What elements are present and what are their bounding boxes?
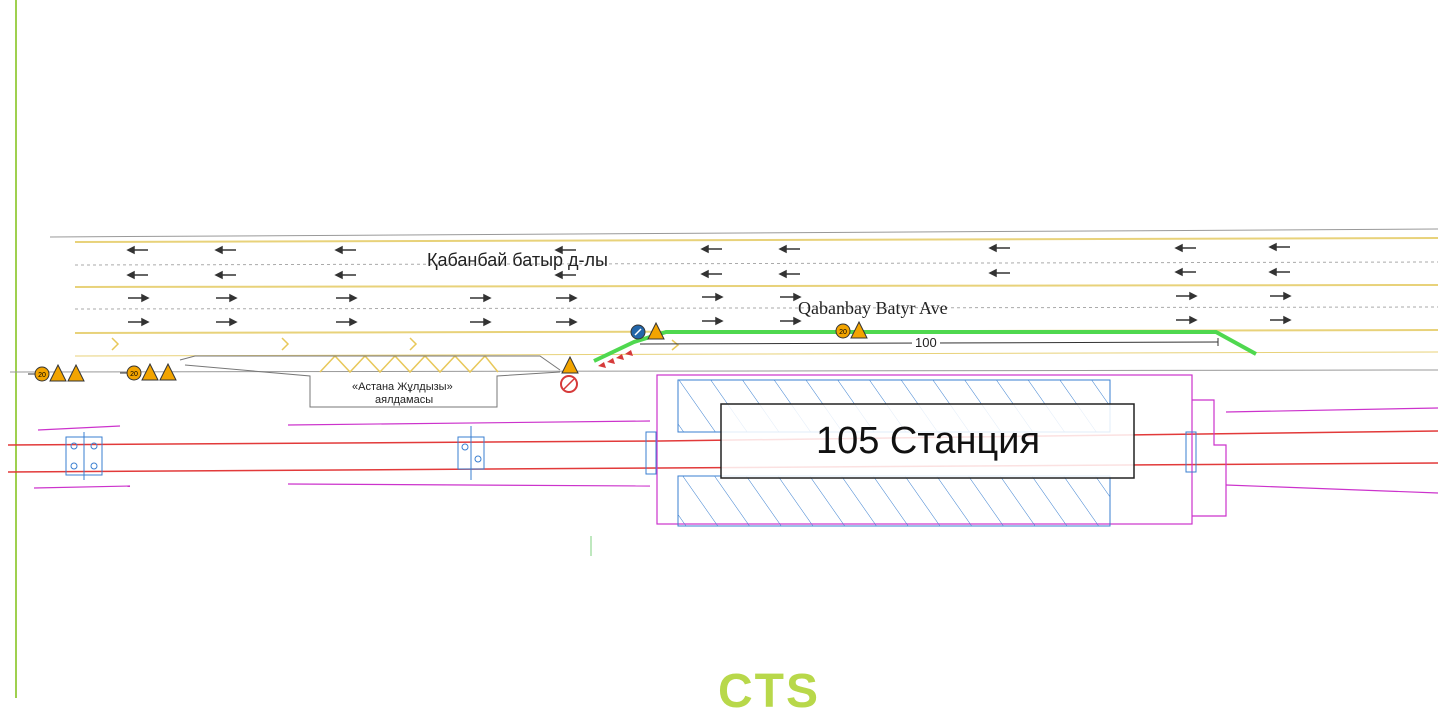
keep-left-sign-icon	[630, 324, 646, 340]
speed-limit-sign-icon: 20 20 20	[28, 323, 851, 382]
station-label: 105 Станция	[815, 420, 1041, 462]
bus-stop-pocket	[179, 355, 561, 408]
warning-sign-icon	[49, 320, 868, 382]
street-name-english: Qabanbay Batyr Ave	[798, 298, 948, 318]
chevron-barrier-icon	[598, 350, 633, 368]
svg-text:20: 20	[130, 371, 138, 378]
svg-text:20: 20	[839, 329, 847, 336]
street-name-kazakh: Қабанбай батыр д-лы	[427, 250, 608, 270]
bus-stop-label: аялдамасы	[375, 394, 434, 406]
distance-label: 100	[912, 335, 940, 350]
right-arrow-icon	[128, 291, 1292, 327]
detour-path	[593, 330, 1257, 363]
lane-arrows	[126, 242, 1292, 327]
bus-stop-name: «Астана Жұлдызы»	[352, 381, 453, 393]
crossing-icon	[65, 426, 1197, 480]
yellow-chevrons	[111, 337, 680, 374]
no-entry-sign-icon	[560, 375, 578, 393]
left-arrow-icon	[126, 242, 1290, 280]
brand-logo: CTS	[718, 665, 820, 718]
station-frame	[720, 403, 1135, 479]
road-diagram: 20 20 20	[7, 0, 1438, 698]
svg-text:20: 20	[38, 372, 46, 379]
